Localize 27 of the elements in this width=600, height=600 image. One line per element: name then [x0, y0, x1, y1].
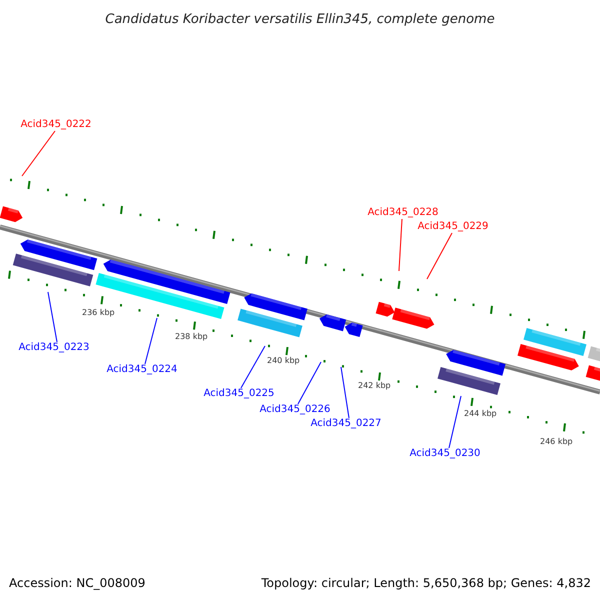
gene-label: Acid345_0223 [18, 341, 90, 354]
leader-line [340, 366, 350, 418]
gene-label: Acid345_0225 [203, 387, 275, 400]
gene-label: Acid345_0230 [409, 447, 481, 460]
scale-label: 244 kbp [464, 408, 497, 420]
gene-label: Acid345_0228 [367, 206, 439, 219]
leader-line [448, 396, 462, 448]
diagram-title: Candidatus Koribacter versatilis Ellin345, complete genome [104, 11, 496, 29]
leader-line [426, 232, 452, 280]
leader-line [398, 218, 402, 272]
leader-line [240, 346, 266, 388]
genome-info-text: Topology: circular; Length: 5,650,368 bp; Genes: 4,832 [261, 575, 591, 592]
leader-line [48, 292, 58, 342]
leader-line [298, 362, 322, 404]
scale-label: 236 kbp [82, 307, 115, 319]
scale-label: 246 kbp [540, 436, 573, 448]
scale-label: 240 kbp [267, 355, 300, 367]
gene-label: Acid345_0224 [106, 363, 178, 376]
scale-label: 242 kbp [358, 380, 391, 392]
gene-label: Acid345_0229 [417, 220, 489, 233]
gene-label: Acid345_0226 [259, 403, 331, 416]
leader-line [144, 318, 158, 364]
leader-line [22, 130, 56, 176]
accession-text: Accession: NC_008009 [9, 575, 146, 592]
scale-label: 238 kbp [175, 331, 208, 343]
gene-label: Acid345_0227 [310, 417, 382, 430]
gene-label: Acid345_0222 [20, 118, 92, 131]
